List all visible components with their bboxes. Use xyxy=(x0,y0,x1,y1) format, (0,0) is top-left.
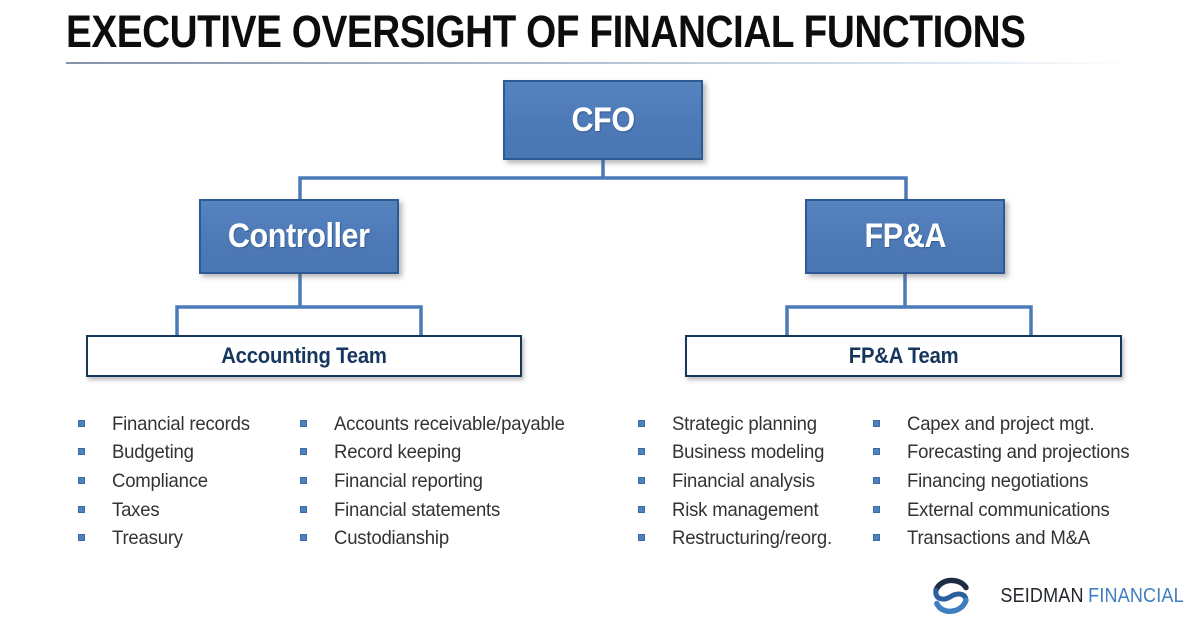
brand-suffix: FINANCIAL xyxy=(1088,584,1184,607)
org-node-controller-label: Controller xyxy=(228,217,370,255)
team-bar-accounting: Accounting Team xyxy=(86,335,522,377)
list-item-label: Financing negotiations xyxy=(907,469,1089,492)
list-item: Financial statements xyxy=(300,496,577,525)
fpa-duties-column-1: Strategic planning Business modeling Fin… xyxy=(638,410,840,553)
list-item-label: Record keeping xyxy=(334,441,462,464)
list-item-label: Forecasting and projections xyxy=(907,441,1130,464)
bullet-square-icon xyxy=(873,419,880,427)
list-item: Record keeping xyxy=(300,439,577,468)
list-item: Transactions and M&A xyxy=(873,524,1141,553)
list-item: Strategic planning xyxy=(638,410,840,439)
bullet-square-icon xyxy=(78,419,85,427)
list-item-label: Compliance xyxy=(112,469,208,492)
bullet-square-icon xyxy=(300,534,307,542)
list-item: Financial analysis xyxy=(638,467,840,496)
list-item-label: Financial statements xyxy=(334,498,501,521)
org-node-controller: Controller xyxy=(199,199,399,274)
list-item: Custodianship xyxy=(300,524,577,553)
list-item: Financing negotiations xyxy=(873,467,1141,496)
list-item-label: Custodianship xyxy=(334,527,449,550)
list-item: Accounts receivable/payable xyxy=(300,410,577,439)
list-item: Capex and project mgt. xyxy=(873,410,1141,439)
list-item: Business modeling xyxy=(638,439,840,468)
bullet-square-icon xyxy=(638,534,645,542)
bullet-square-icon xyxy=(873,448,880,456)
list-item-label: Restructuring/reorg. xyxy=(672,527,832,550)
bullet-square-icon xyxy=(78,505,85,513)
bullet-square-icon xyxy=(78,448,85,456)
list-item: Compliance xyxy=(78,467,257,496)
bullet-square-icon xyxy=(638,419,645,427)
list-item-label: Financial reporting xyxy=(334,469,483,492)
list-item: Treasury xyxy=(78,524,257,553)
fpa-duties-column-2: Capex and project mgt. Forecasting and p… xyxy=(873,410,1141,553)
team-bar-fpa: FP&A Team xyxy=(685,335,1122,377)
page-title: EXECUTIVE OVERSIGHT OF FINANCIAL FUNCTIO… xyxy=(66,6,1026,57)
bullet-square-icon xyxy=(78,534,85,542)
list-item-label: Transactions and M&A xyxy=(907,527,1090,550)
accounting-duties-column-1: Financial records Budgeting Compliance T… xyxy=(78,410,257,553)
org-node-cfo-label: CFO xyxy=(571,100,635,139)
org-node-fpa-label: FP&A xyxy=(864,217,946,255)
bullet-square-icon xyxy=(638,448,645,456)
title-underline-rule xyxy=(66,62,1134,64)
list-item-label: Financial records xyxy=(112,412,250,435)
list-item: Financial records xyxy=(78,410,257,439)
list-item: Forecasting and projections xyxy=(873,439,1141,468)
bullet-square-icon xyxy=(873,534,880,542)
list-item: Budgeting xyxy=(78,439,257,468)
list-item-label: Risk management xyxy=(672,498,819,521)
list-item-label: Financial analysis xyxy=(672,469,815,492)
bullet-square-icon xyxy=(873,505,880,513)
bullet-square-icon xyxy=(873,476,880,484)
list-item: Risk management xyxy=(638,496,840,525)
bullet-square-icon xyxy=(300,448,307,456)
org-node-cfo: CFO xyxy=(503,80,703,160)
list-item-label: Business modeling xyxy=(672,441,825,464)
list-item-label: Capex and project mgt. xyxy=(907,412,1095,435)
bullet-square-icon xyxy=(638,476,645,484)
list-item: Restructuring/reorg. xyxy=(638,524,840,553)
accounting-duties-column-2: Accounts receivable/payable Record keepi… xyxy=(300,410,577,553)
team-bar-fpa-label: FP&A Team xyxy=(848,343,959,368)
list-item: Taxes xyxy=(78,496,257,525)
list-item-label: External communications xyxy=(907,498,1110,521)
list-item-label: Taxes xyxy=(112,498,160,521)
list-item: Financial reporting xyxy=(300,467,577,496)
list-item-label: Treasury xyxy=(112,527,183,550)
bullet-square-icon xyxy=(78,476,85,484)
seidman-swirl-icon xyxy=(933,577,969,614)
list-item: External communications xyxy=(873,496,1141,525)
list-item-label: Strategic planning xyxy=(672,412,817,435)
bullet-square-icon xyxy=(300,476,307,484)
bullet-square-icon xyxy=(638,505,645,513)
team-bar-accounting-label: Accounting Team xyxy=(221,343,387,368)
list-item-label: Budgeting xyxy=(112,441,194,464)
bullet-square-icon xyxy=(300,419,307,427)
list-item-label: Accounts receivable/payable xyxy=(334,412,565,435)
brand-name: SEIDMAN xyxy=(1000,584,1084,607)
org-node-fpa: FP&A xyxy=(805,199,1005,274)
bullet-square-icon xyxy=(300,505,307,513)
